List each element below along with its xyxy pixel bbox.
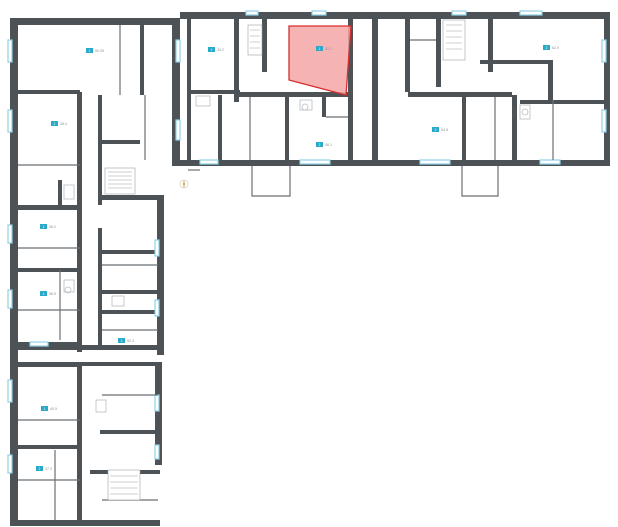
apartment-badge-box: [36, 466, 43, 471]
apartment-rooms-label: 1: [54, 122, 56, 126]
apartment-area-label: 50.05: [95, 49, 104, 53]
apartment-rooms-label: 2: [319, 143, 321, 147]
apartment-badge-box: [118, 338, 125, 343]
highlighted-apartment[interactable]: [288, 25, 352, 96]
apartment-rooms-label: 1: [211, 48, 213, 52]
apartment-rooms-label: 1: [319, 47, 321, 51]
apartment-rooms-label: 1: [44, 407, 46, 411]
apartment-area-label: 36.2: [49, 225, 56, 229]
apartment-rooms-label: 1: [43, 292, 45, 296]
apartment-area-label: 32.1: [325, 47, 332, 51]
partitions: [18, 25, 554, 520]
stairs-icon: [104, 19, 466, 501]
compass-icon: [179, 179, 189, 189]
apartment-badge-box: [51, 121, 58, 126]
apartment-badge-box: [432, 127, 439, 132]
apartment-badge-box: [40, 224, 47, 229]
apartment-area-label: 40.5: [50, 407, 57, 411]
apartment-rooms-label: 2: [546, 46, 548, 50]
apartment-badge-box: [40, 291, 47, 296]
apartment-area-label: 62.9: [552, 46, 559, 50]
apartment-area-label: 52.3: [127, 339, 134, 343]
apartment-area-label: 39.2: [217, 48, 224, 52]
fixtures: [63, 95, 531, 413]
apartment-rooms-label: 1: [89, 49, 91, 53]
apartment-area-label: 54.8: [441, 128, 448, 132]
apartment-badge-box: [316, 142, 323, 147]
apartment-rooms-label: 1: [39, 467, 41, 471]
apartment-badge-box: [208, 47, 215, 52]
apartment-badge-box: [316, 46, 323, 51]
apartment-rooms-label: 2: [435, 128, 437, 132]
apartment-badge-box: [543, 45, 550, 50]
apartment-badge-box: [41, 406, 48, 411]
apartment-rooms-label: 1: [43, 225, 45, 229]
apartment-badge-box: [86, 48, 93, 53]
windows: [7, 10, 607, 474]
top-wing-walls: [180, 12, 610, 166]
apartment-rooms-label: 2: [121, 339, 123, 343]
apartment-area-label: 37.2: [45, 467, 52, 471]
apartment-area-label: 38.4: [60, 122, 67, 126]
apartment-area-label: 48.1: [325, 143, 332, 147]
apartment-area-label: 38.9: [49, 292, 56, 296]
